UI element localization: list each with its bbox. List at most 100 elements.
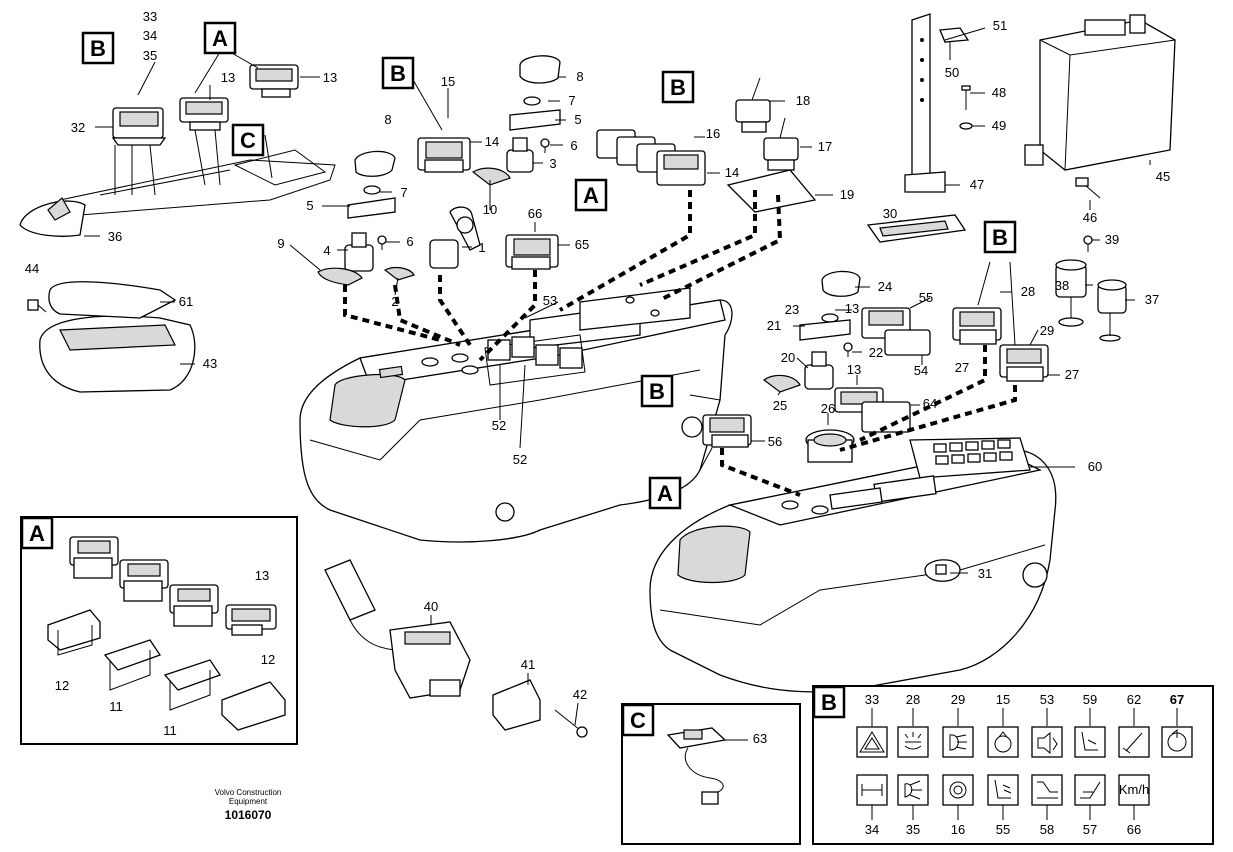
svg-text:B: B [821, 690, 837, 715]
knob-24 [821, 270, 861, 297]
work-light-icon [897, 726, 929, 758]
cover-61 [48, 281, 177, 319]
bolt-42 [554, 709, 588, 738]
screw-22 [843, 342, 853, 357]
svg-text:13: 13 [221, 70, 235, 85]
svg-text:66: 66 [528, 206, 542, 221]
boom-raise-icon [1074, 774, 1106, 806]
toggle-18 [735, 77, 771, 133]
svg-text:66: 66 [1127, 822, 1141, 837]
svg-text:15: 15 [441, 74, 455, 89]
svg-text:60: 60 [1088, 459, 1102, 474]
rotate-icon [1161, 726, 1193, 758]
svg-text:43: 43 [203, 356, 217, 371]
beacon-38 [1055, 259, 1087, 327]
svg-text:54: 54 [914, 363, 928, 378]
svg-text:34: 34 [865, 822, 879, 837]
svg-text:B: B [90, 36, 106, 61]
part-labels: 33 34 35 13 13 32 36 44 61 43 15 14 8 7 … [25, 9, 1170, 581]
svg-text:52: 52 [513, 452, 527, 467]
company-line-2: Equipment [228, 797, 268, 806]
svg-text:12: 12 [55, 678, 69, 693]
svg-text:13: 13 [845, 301, 859, 316]
svg-text:B: B [670, 75, 686, 100]
svg-text:30: 30 [883, 206, 897, 221]
keypad-panel [933, 439, 1013, 465]
legend-bottom-row: 34 35 16 55 58 57 66 [865, 805, 1141, 837]
bracket-5-mid [509, 109, 561, 131]
svg-text:13: 13 [847, 362, 861, 377]
washer-7-mid [523, 96, 541, 106]
svg-text:11: 11 [109, 699, 123, 714]
svg-text:26: 26 [821, 401, 835, 416]
switch-56 [702, 414, 752, 448]
clamp-41 [492, 679, 541, 731]
svg-text:53: 53 [543, 293, 557, 308]
lever-40 [324, 559, 471, 699]
routing-lines [343, 190, 1017, 497]
svg-text:A: A [29, 521, 45, 546]
left-console [299, 287, 733, 543]
svg-text:21: 21 [767, 318, 781, 333]
svg-text:B: B [992, 225, 1008, 250]
svg-text:25: 25 [773, 398, 787, 413]
boom-float-icon [1031, 774, 1063, 806]
svg-text:10: 10 [483, 202, 497, 217]
washer-7-left [363, 185, 381, 195]
svg-text:56: 56 [768, 434, 782, 449]
svg-text:64: 64 [923, 396, 937, 411]
svg-text:50: 50 [945, 65, 959, 80]
svg-text:31: 31 [978, 566, 992, 581]
svg-text:Km/h: Km/h [1119, 782, 1149, 797]
switch-16-group [596, 129, 706, 186]
svg-text:C: C [240, 128, 256, 153]
svg-text:17: 17 [818, 139, 832, 154]
frame-30 [866, 214, 967, 243]
svg-text:14: 14 [485, 134, 499, 149]
clip-51 [939, 27, 970, 43]
svg-text:52: 52 [492, 418, 506, 433]
svg-text:59: 59 [1083, 692, 1097, 707]
label-10 [471, 167, 511, 186]
callout-b-1: B [81, 31, 115, 65]
knob-8-left [354, 150, 396, 177]
label-9 [317, 267, 363, 286]
socket-37 [1097, 279, 1127, 342]
clip-11-b [163, 659, 222, 711]
svg-text:33: 33 [143, 9, 157, 24]
svg-text:16: 16 [951, 822, 965, 837]
seat-heater-icon [987, 774, 1019, 806]
svg-text:62: 62 [1127, 692, 1141, 707]
svg-text:35: 35 [143, 48, 157, 63]
svg-text:B: B [390, 61, 406, 86]
svg-text:5: 5 [306, 198, 313, 213]
switch-a1 [69, 536, 119, 579]
switch-a3 [169, 584, 219, 627]
callout-b-5: B [640, 374, 674, 408]
svg-text:49: 49 [992, 118, 1006, 133]
detail-box-b: B 33 28 29 15 53 59 62 67 [812, 685, 1214, 845]
svg-text:36: 36 [108, 229, 122, 244]
svg-text:A: A [583, 183, 599, 208]
detail-box-a: A 13 12 12 11 11 [20, 516, 298, 745]
svg-text:B: B [649, 379, 665, 404]
svg-text:39: 39 [1105, 232, 1119, 247]
svg-text:63: 63 [753, 731, 767, 746]
svg-text:23: 23 [785, 302, 799, 317]
switch-27a [952, 307, 1002, 345]
label-42: 42 [573, 687, 587, 702]
spot-light-icon [897, 774, 929, 806]
svg-text:4: 4 [323, 243, 330, 258]
callout-b-3: B [661, 70, 695, 104]
switch-13a [179, 97, 229, 131]
svg-text:27: 27 [1065, 367, 1079, 382]
svg-text:8: 8 [384, 112, 391, 127]
svg-text:22: 22 [869, 345, 883, 360]
svg-text:44: 44 [25, 261, 39, 276]
callout-b-4: B [983, 220, 1017, 254]
bracket-12-b [221, 681, 286, 731]
svg-text:28: 28 [906, 692, 920, 707]
label-41: 41 [521, 657, 535, 672]
switch-14-left [417, 137, 471, 173]
